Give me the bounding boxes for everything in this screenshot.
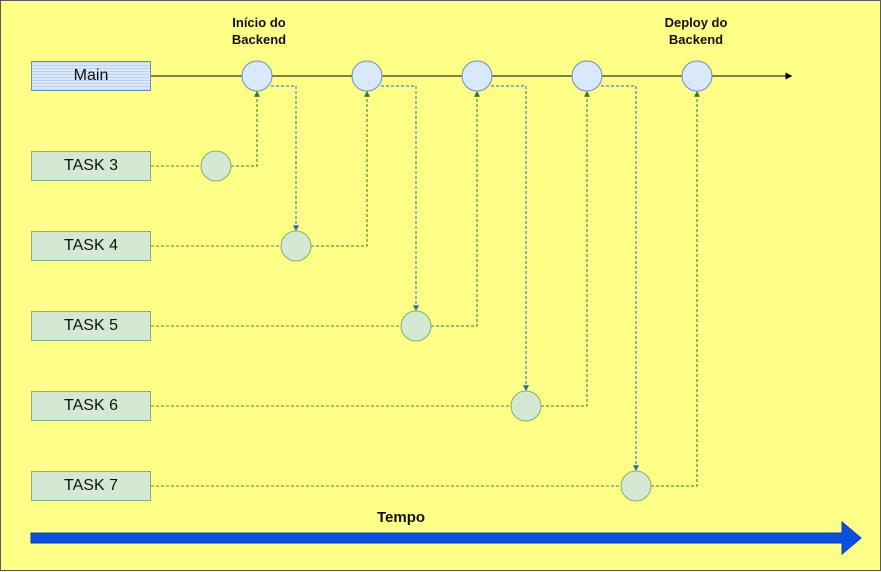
task5-commit-node — [400, 310, 432, 342]
main-commit-node — [351, 60, 383, 92]
task3-commit-node — [200, 150, 232, 182]
merge-task5 — [431, 90, 480, 327]
main-commit-node — [571, 60, 603, 92]
lane-task-7: TASK 7 — [31, 471, 151, 501]
branch-task7 — [601, 85, 639, 472]
merge-task7 — [651, 90, 700, 487]
lane-task-4: TASK 4 — [31, 231, 151, 261]
merge-task6 — [541, 90, 590, 407]
main-commit-node — [681, 60, 713, 92]
annotation-deploy-backend: Deploy do Backend — [664, 15, 728, 47]
time-arrow — [30, 520, 862, 556]
merge-task3 — [231, 90, 260, 167]
branch-task6 — [491, 85, 529, 392]
merge-task4 — [311, 90, 370, 247]
annotation-inicio-backend: Início do Backend — [231, 15, 287, 47]
lane-main: Main — [31, 61, 151, 91]
lane-task-6: TASK 6 — [31, 391, 151, 421]
lane-task-3: TASK 3 — [31, 151, 151, 181]
task6-commit-node — [510, 390, 542, 422]
task7-commit-node — [620, 470, 652, 502]
main-commit-node — [461, 60, 493, 92]
time-axis-label: Tempo — [376, 509, 426, 526]
lane-task-5: TASK 5 — [31, 311, 151, 341]
branch-task5 — [381, 85, 419, 312]
branch-task4 — [271, 85, 299, 232]
main-commit-node — [241, 60, 273, 92]
task4-commit-node — [280, 230, 312, 262]
